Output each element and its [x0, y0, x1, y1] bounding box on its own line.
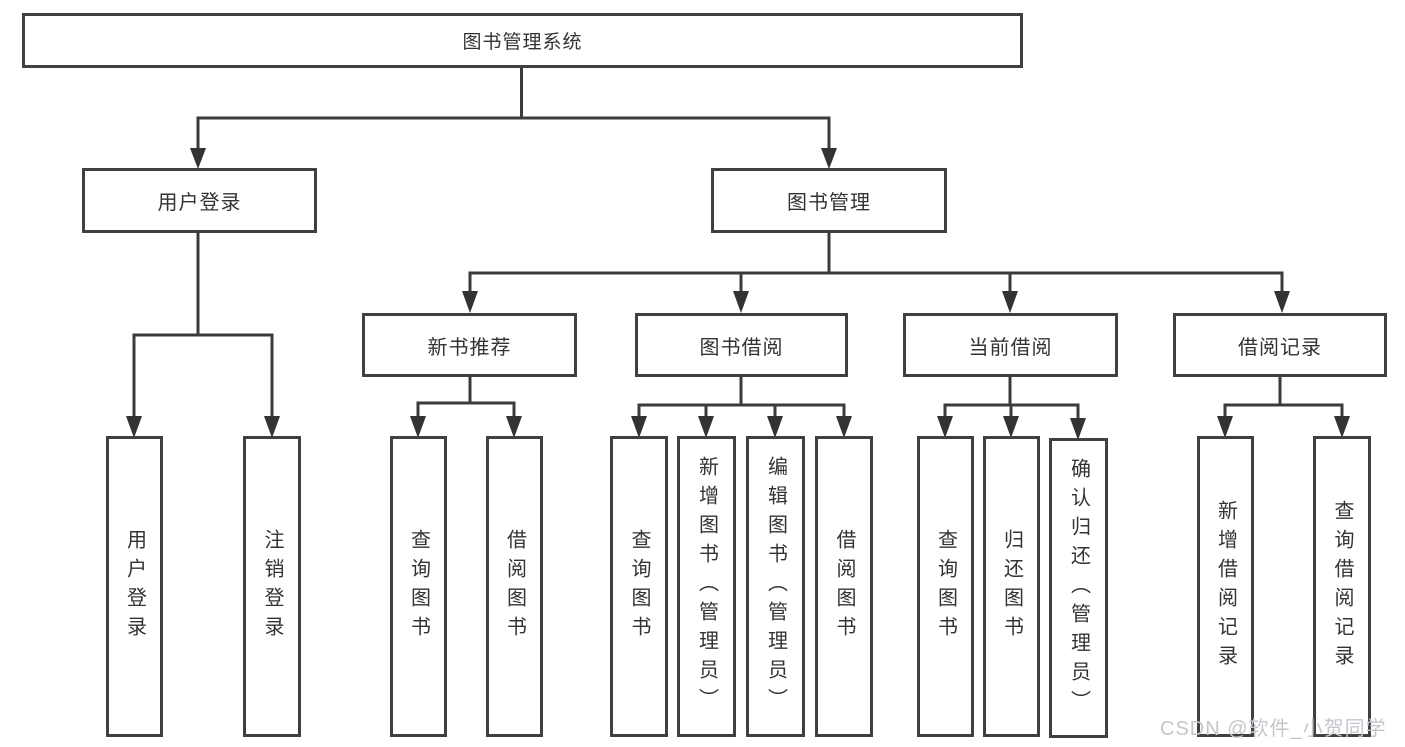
node-leaf-return-book-label: 归还图书 [1000, 528, 1023, 645]
node-leaf-query-books-2: 查询图书 [610, 436, 668, 737]
node-leaf-query-books-3-label: 查询图书 [934, 528, 957, 645]
node-leaf-borrow-books-2-label: 借阅图书 [833, 528, 855, 645]
node-leaf-user-login: 用户登录 [106, 436, 163, 737]
node-leaf-query-books-1: 查询图书 [390, 436, 447, 737]
node-book-management: 图书管理 [711, 168, 947, 233]
node-borrow-records-label: 借阅记录 [1238, 336, 1322, 359]
node-leaf-logout-label: 注销登录 [261, 528, 283, 645]
node-book-borrow: 图书借阅 [635, 313, 848, 377]
csdn-watermark: CSDN @软件_小贺同学 [1160, 718, 1387, 740]
node-leaf-query-borrow-record-label: 查询借阅记录 [1331, 499, 1353, 674]
node-new-book-recommend-label: 新书推荐 [427, 336, 512, 359]
node-user-login-label: 用户登录 [157, 192, 242, 214]
node-book-management-label: 图书管理 [787, 192, 871, 214]
node-leaf-query-books-1-label: 查询图书 [407, 528, 430, 645]
node-current-borrow-label: 当前借阅 [968, 336, 1053, 359]
node-leaf-borrow-books-1-label: 借阅图书 [503, 528, 526, 645]
node-leaf-edit-book-admin-label: 编辑图书（管理员） [764, 456, 787, 717]
node-borrow-records: 借阅记录 [1173, 313, 1387, 377]
node-leaf-add-book-admin: 新增图书（管理员） [677, 436, 736, 737]
node-leaf-return-book: 归还图书 [983, 436, 1040, 737]
node-root: 图书管理系统 [22, 13, 1023, 68]
node-current-borrow: 当前借阅 [903, 313, 1118, 377]
node-leaf-query-borrow-record: 查询借阅记录 [1313, 436, 1371, 737]
node-leaf-query-books-2-label: 查询图书 [628, 528, 650, 645]
node-leaf-add-borrow-record-label: 新增借阅记录 [1214, 499, 1237, 674]
node-leaf-confirm-return-admin-label: 确认归还（管理员） [1067, 457, 1090, 719]
node-leaf-user-login-label: 用户登录 [123, 528, 146, 645]
node-leaf-add-book-admin-label: 新增图书（管理员） [695, 456, 718, 717]
node-root-label: 图书管理系统 [462, 32, 583, 53]
node-book-borrow-label: 图书借阅 [699, 336, 784, 359]
node-leaf-logout: 注销登录 [243, 436, 301, 737]
node-leaf-confirm-return-admin: 确认归还（管理员） [1049, 438, 1108, 738]
node-leaf-query-books-3: 查询图书 [917, 436, 974, 737]
node-leaf-edit-book-admin: 编辑图书（管理员） [746, 436, 805, 737]
node-user-login: 用户登录 [82, 168, 317, 233]
node-leaf-borrow-books-2: 借阅图书 [815, 436, 873, 737]
node-new-book-recommend: 新书推荐 [362, 313, 577, 377]
node-leaf-add-borrow-record: 新增借阅记录 [1197, 436, 1254, 737]
node-leaf-borrow-books-1: 借阅图书 [486, 436, 543, 737]
